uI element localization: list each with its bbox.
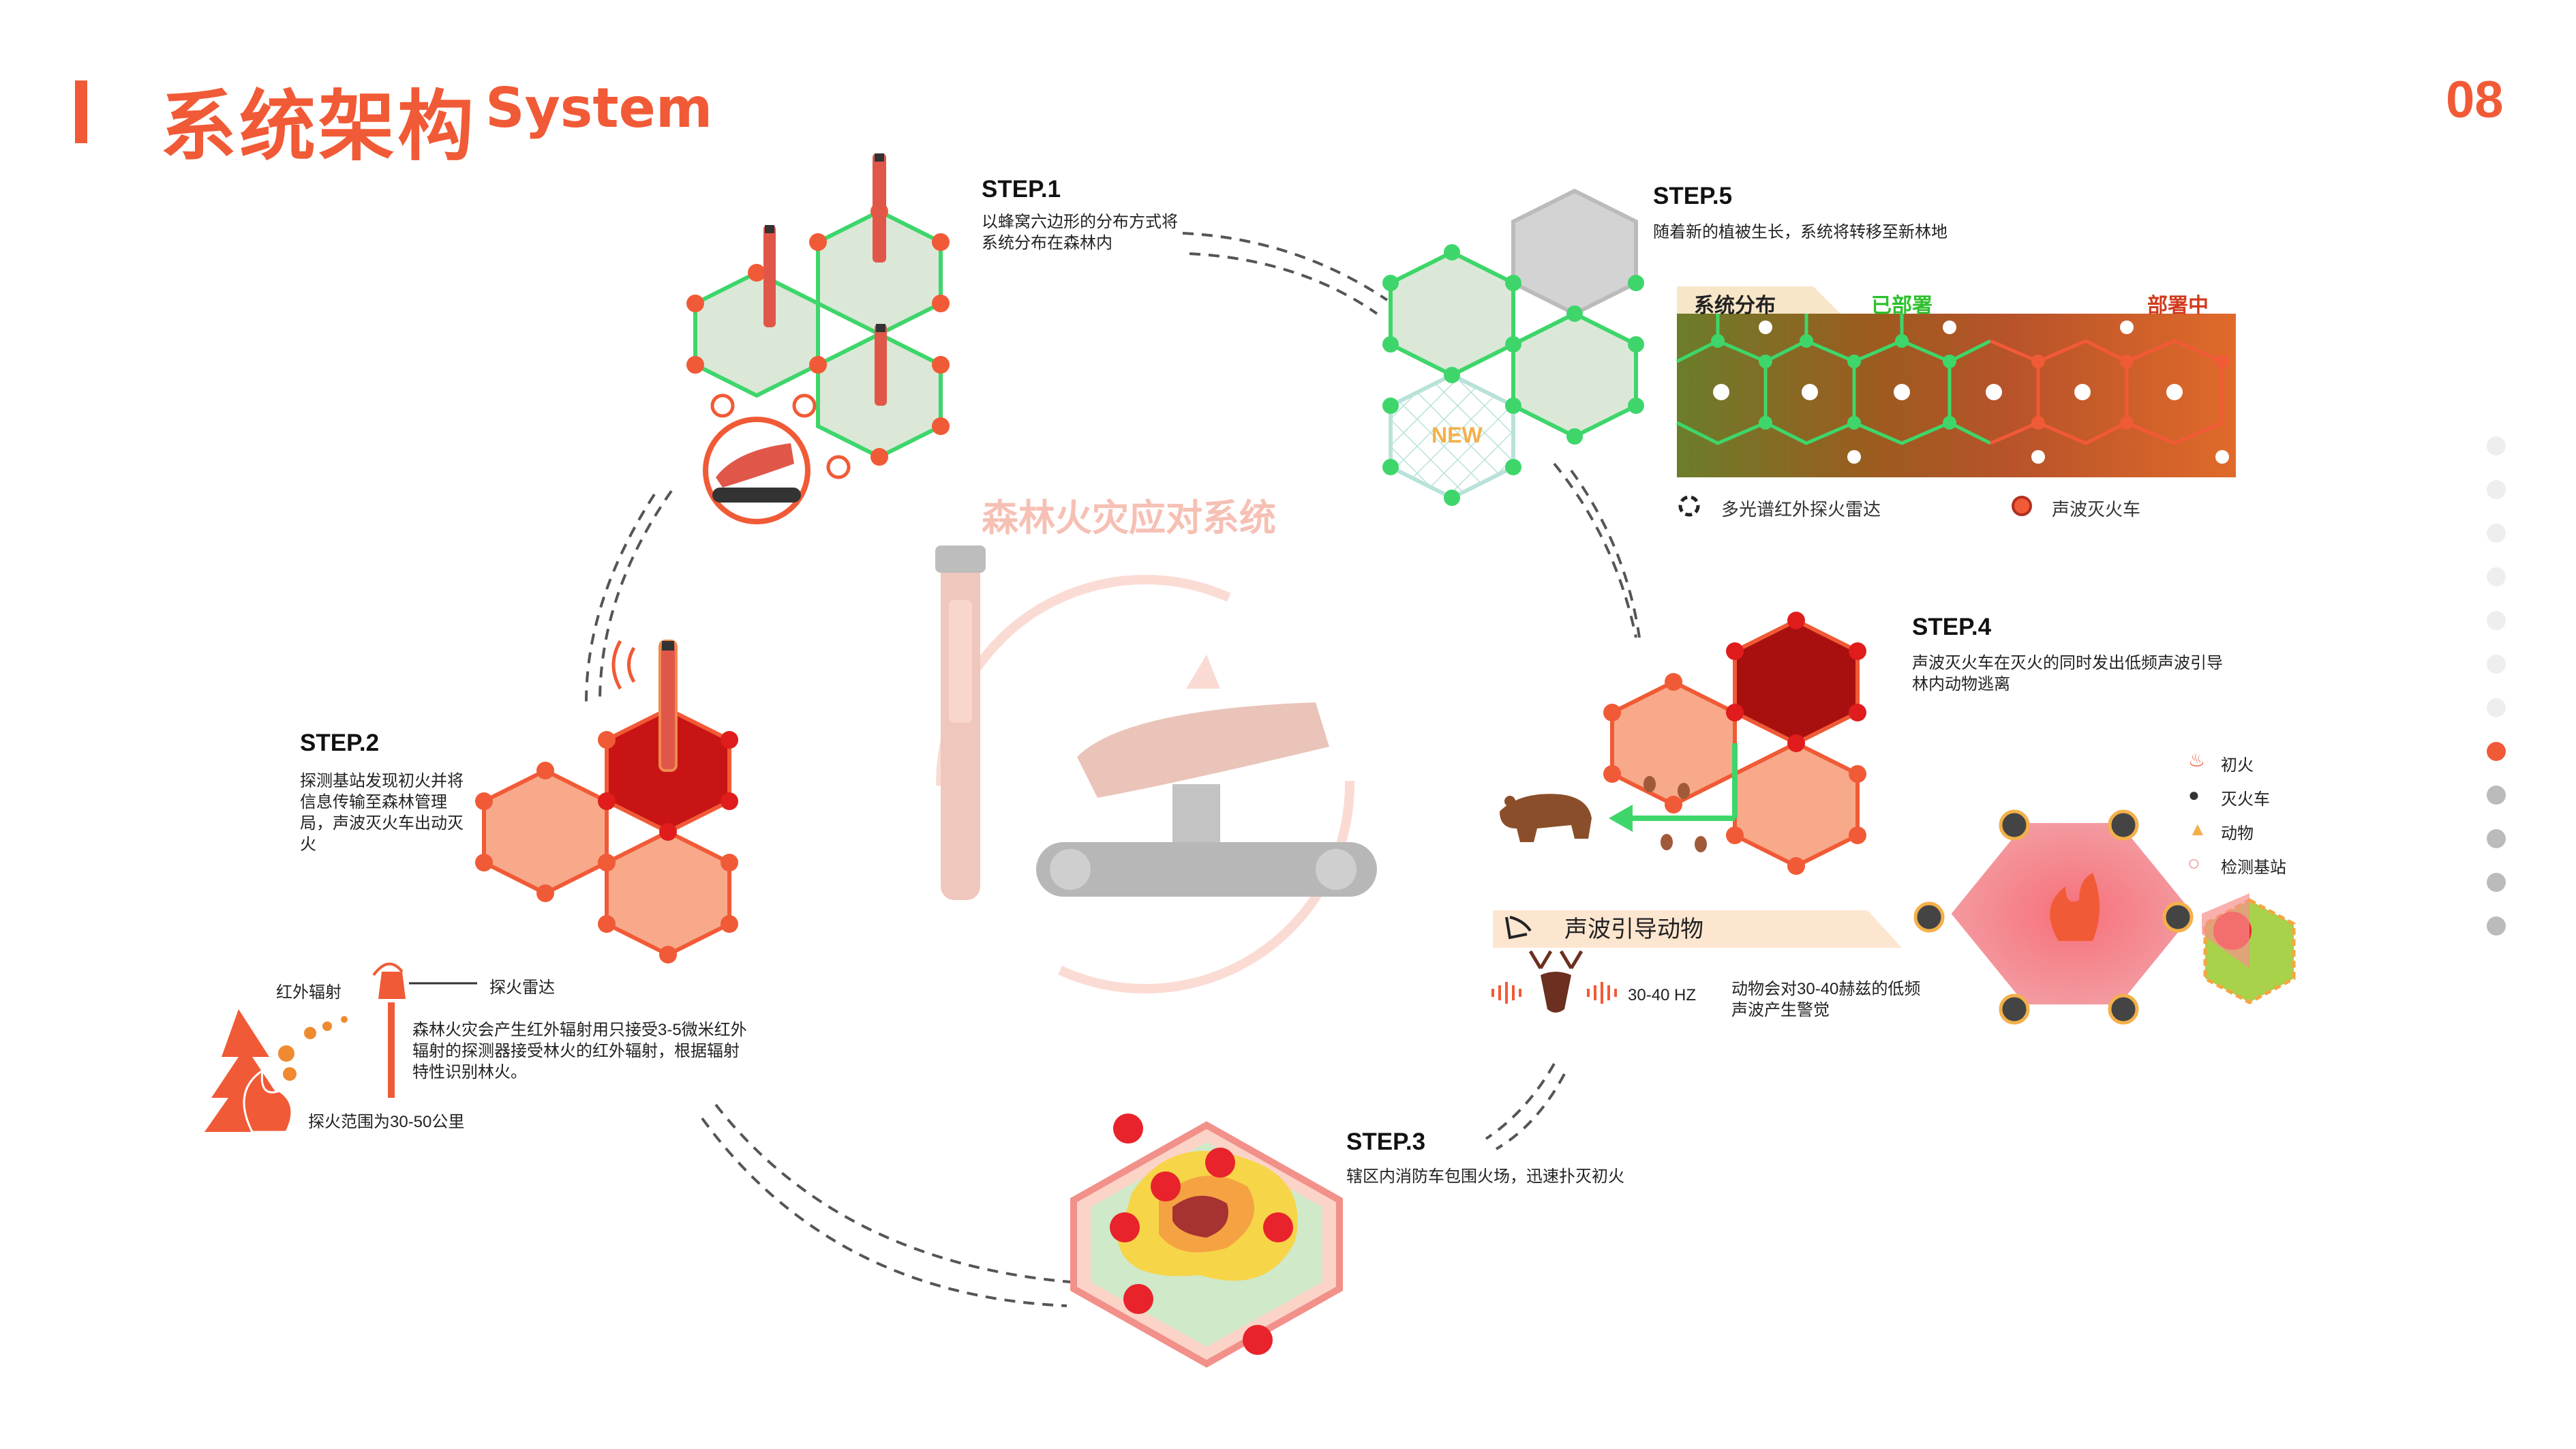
legend-animal-label: 动物 bbox=[2221, 824, 2254, 843]
forest-map bbox=[1676, 286, 2236, 517]
station-icon: ◌ bbox=[2188, 852, 2200, 873]
page-dot[interactable] bbox=[2487, 655, 2506, 674]
step3-desc: 辖区内消防车包围火场，迅速扑灭初火 bbox=[1346, 1167, 1624, 1186]
page-dot[interactable] bbox=[2487, 742, 2506, 761]
page-dot[interactable] bbox=[2487, 786, 2506, 805]
step3-hexagon bbox=[1070, 1114, 1343, 1368]
step4-hex-cluster bbox=[1500, 612, 1866, 875]
legend-fire-label: 初火 bbox=[2221, 756, 2254, 775]
page-dot[interactable] bbox=[2487, 436, 2506, 455]
step5-hex-cluster bbox=[1382, 188, 1644, 506]
page-title: 系统架构 bbox=[160, 83, 476, 171]
step4-label: STEP.4 bbox=[1912, 614, 1992, 640]
legend-station-label: 检测基站 bbox=[2221, 858, 2286, 877]
step1-label: STEP.1 bbox=[982, 176, 1061, 203]
page-dot[interactable] bbox=[2487, 873, 2506, 892]
page-subtitle: System bbox=[485, 76, 713, 140]
page-dot[interactable] bbox=[2487, 567, 2506, 586]
detection-range: 探火范围为30-50公里 bbox=[308, 1113, 465, 1131]
step1-desc: 以蜂窝六边形的分布方式将系统分布在森林内 bbox=[982, 213, 1178, 252]
fire-radar-label: 探火雷达 bbox=[489, 979, 555, 997]
animal-icon: ▲ bbox=[2188, 818, 2207, 839]
map-label-deployed: 已部署 bbox=[1871, 295, 1933, 317]
title-accent-bar bbox=[75, 80, 87, 143]
truck-icon: ● bbox=[2188, 784, 2200, 805]
page-dot[interactable] bbox=[2487, 916, 2506, 936]
infrared-illustration bbox=[204, 962, 477, 1133]
step5-desc: 随着新的植被生长，系统将转移至新林地 bbox=[1653, 223, 1948, 241]
step2-label: STEP.2 bbox=[300, 730, 380, 756]
center-device-ghost bbox=[935, 546, 1377, 994]
new-label: NEW bbox=[1431, 423, 1483, 447]
page-dot[interactable] bbox=[2487, 829, 2506, 848]
map-label-distribution: 系统分布 bbox=[1694, 295, 1776, 317]
map-label-deploying: 部署中 bbox=[2147, 295, 2209, 317]
step2-desc: 探测基站发现初火并将信息传输至森林管理局，声波灭火车出动灭火 bbox=[300, 772, 464, 854]
step4-detail bbox=[1913, 809, 2296, 1025]
page-indicator bbox=[2487, 436, 2507, 960]
page-dot[interactable] bbox=[2487, 698, 2506, 717]
step3-label: STEP.3 bbox=[1346, 1129, 1426, 1155]
sound-guide-banner bbox=[1491, 910, 1902, 1013]
page-dot[interactable] bbox=[2487, 524, 2506, 543]
sound-guide-title: 声波引导动物 bbox=[1564, 916, 1703, 942]
sound-frequency: 30-40 HZ bbox=[1628, 986, 1697, 1004]
step4-desc: 声波灭火车在灭火的同时发出低频声波引导林内动物逃离 bbox=[1912, 654, 2223, 693]
center-system-title: 森林火灾应对系统 bbox=[982, 496, 1276, 539]
infrared-desc: 森林火灾会产生红外辐射用只接受3-5微米红外辐射的探测器接受林火的红外辐射，根据… bbox=[412, 1021, 747, 1081]
cycle-dashed-arcs bbox=[585, 232, 1641, 1307]
step1-hex-cluster bbox=[686, 153, 950, 524]
sound-desc: 动物会对30-40赫兹的低频声波产生警觉 bbox=[1731, 980, 1921, 1019]
step2-hex-cluster bbox=[475, 640, 738, 963]
page-dot[interactable] bbox=[2487, 611, 2506, 630]
fire-icon: ♨ bbox=[2188, 749, 2206, 771]
infrared-radiation-label: 红外辐射 bbox=[276, 983, 342, 1002]
step5-label: STEP.5 bbox=[1653, 183, 1733, 209]
legend-radar-label: 多光谱红外探火雷达 bbox=[1721, 499, 1881, 520]
legend-truck-label: 声波灭火车 bbox=[2052, 499, 2141, 520]
page-dot[interactable] bbox=[2487, 480, 2506, 499]
page-number: 08 bbox=[2446, 71, 2504, 129]
legend-truck-label-2: 灭火车 bbox=[2221, 790, 2270, 809]
